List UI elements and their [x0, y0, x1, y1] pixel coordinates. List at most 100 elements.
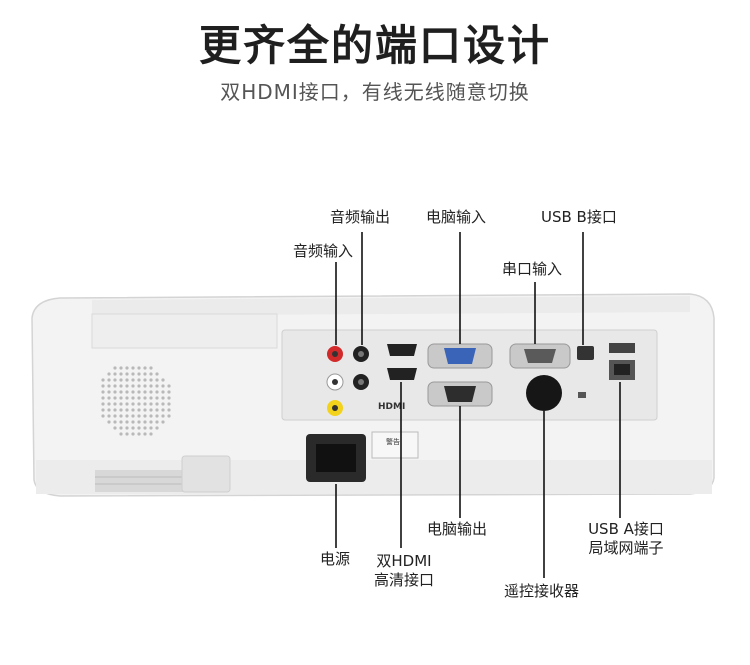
- hdmi-logo: HDMI: [378, 402, 405, 412]
- grille-hole: [113, 426, 117, 430]
- grille-hole: [143, 414, 147, 418]
- grille-hole: [155, 414, 159, 418]
- callout-power: 电源: [320, 550, 351, 568]
- grille-hole: [155, 372, 159, 376]
- grille-hole: [149, 414, 153, 418]
- grille-hole: [107, 378, 111, 382]
- grille-hole: [143, 420, 147, 424]
- grille-hole: [119, 426, 123, 430]
- grille-hole: [125, 390, 129, 394]
- grille-hole: [119, 432, 123, 436]
- grille-hole: [137, 420, 141, 424]
- grille-hole: [131, 408, 135, 412]
- grille-hole: [107, 414, 111, 418]
- serial-port: [509, 343, 571, 369]
- grille-hole: [119, 408, 123, 412]
- grille-hole: [161, 420, 165, 424]
- callout-audio-out: 音频输出: [330, 208, 391, 226]
- callout-pc-out: 电脑输出: [427, 520, 488, 538]
- grille-hole: [113, 384, 117, 388]
- grille-hole: [107, 396, 111, 400]
- grille-hole: [137, 396, 141, 400]
- grille-hole: [155, 396, 159, 400]
- callout-usb-a-line1: USB A接口: [588, 520, 664, 538]
- vga-ports: [427, 343, 493, 407]
- grille-hole: [149, 432, 153, 436]
- grille-hole: [131, 372, 135, 376]
- power-inlet: 警告: [306, 431, 419, 482]
- grille-hole: [161, 396, 165, 400]
- grille-hole: [119, 390, 123, 394]
- grille-hole: [125, 402, 129, 406]
- grille-hole: [131, 366, 135, 370]
- grille-hole: [113, 402, 117, 406]
- grille-hole: [107, 402, 111, 406]
- grille-hole: [155, 420, 159, 424]
- grille-hole: [137, 408, 141, 412]
- grille-hole: [113, 390, 117, 394]
- grille-hole: [167, 390, 171, 394]
- grille-hole: [125, 408, 129, 412]
- grille-hole: [143, 408, 147, 412]
- page-title: 更齐全的端口设计: [198, 21, 551, 70]
- callout-dual-hdmi-line2: 高清接口: [373, 570, 434, 589]
- grille-hole: [155, 390, 159, 394]
- grille-hole: [149, 384, 153, 388]
- grille-hole: [161, 414, 165, 418]
- grille-hole: [125, 384, 129, 388]
- grille-hole: [137, 372, 141, 376]
- grille-hole: [125, 432, 129, 436]
- grille-hole: [161, 402, 165, 406]
- grille-hole: [107, 408, 111, 412]
- grille-hole: [143, 426, 147, 430]
- callout-dual-hdmi: 双HDMI 高清接口: [368, 552, 440, 590]
- grille-hole: [143, 396, 147, 400]
- grille-hole: [119, 372, 123, 376]
- grille-hole: [143, 366, 147, 370]
- grille-hole: [131, 396, 135, 400]
- grille-hole: [149, 396, 153, 400]
- grille-hole: [149, 372, 153, 376]
- grille-hole: [125, 372, 129, 376]
- grille-hole: [137, 390, 141, 394]
- grille-hole: [143, 432, 147, 436]
- grille-hole: [143, 372, 147, 376]
- grille-hole: [125, 396, 129, 400]
- grille-hole: [125, 378, 129, 382]
- grille-hole: [137, 384, 141, 388]
- callout-usb-a-lan: USB A接口 局域网端子: [578, 520, 674, 558]
- page-subtitle: 双HDMI接口，有线无线随意切换: [220, 80, 530, 104]
- grille-hole: [101, 396, 105, 400]
- grille-hole: [143, 402, 147, 406]
- grille-hole: [113, 366, 117, 370]
- grille-hole: [107, 372, 111, 376]
- hdmi-ports: HDMI: [378, 344, 417, 412]
- grille-hole: [161, 390, 165, 394]
- callout-usb-b: USB B接口: [541, 208, 617, 226]
- grille-hole: [137, 366, 141, 370]
- grille-hole: [101, 390, 105, 394]
- grille-hole: [113, 420, 117, 424]
- grille-hole: [131, 384, 135, 388]
- grille-hole: [113, 408, 117, 412]
- grille-hole: [137, 432, 141, 436]
- grille-hole: [107, 384, 111, 388]
- grille-hole: [113, 396, 117, 400]
- grille-hole: [101, 378, 105, 382]
- grille-hole: [167, 414, 171, 418]
- grille-hole: [107, 390, 111, 394]
- grille-hole: [101, 384, 105, 388]
- grille-hole: [143, 384, 147, 388]
- grille-hole: [167, 408, 171, 412]
- callout-dual-hdmi-line1: 双HDMI: [376, 552, 432, 570]
- grille-hole: [113, 414, 117, 418]
- grille-hole: [125, 414, 129, 418]
- callout-remote-receiver: 遥控接收器: [504, 582, 580, 600]
- ir-receiver: [526, 375, 562, 411]
- grille-hole: [119, 420, 123, 424]
- grille-hole: [155, 408, 159, 412]
- grille-hole: [143, 390, 147, 394]
- grille-hole: [131, 378, 135, 382]
- grille-hole: [113, 378, 117, 382]
